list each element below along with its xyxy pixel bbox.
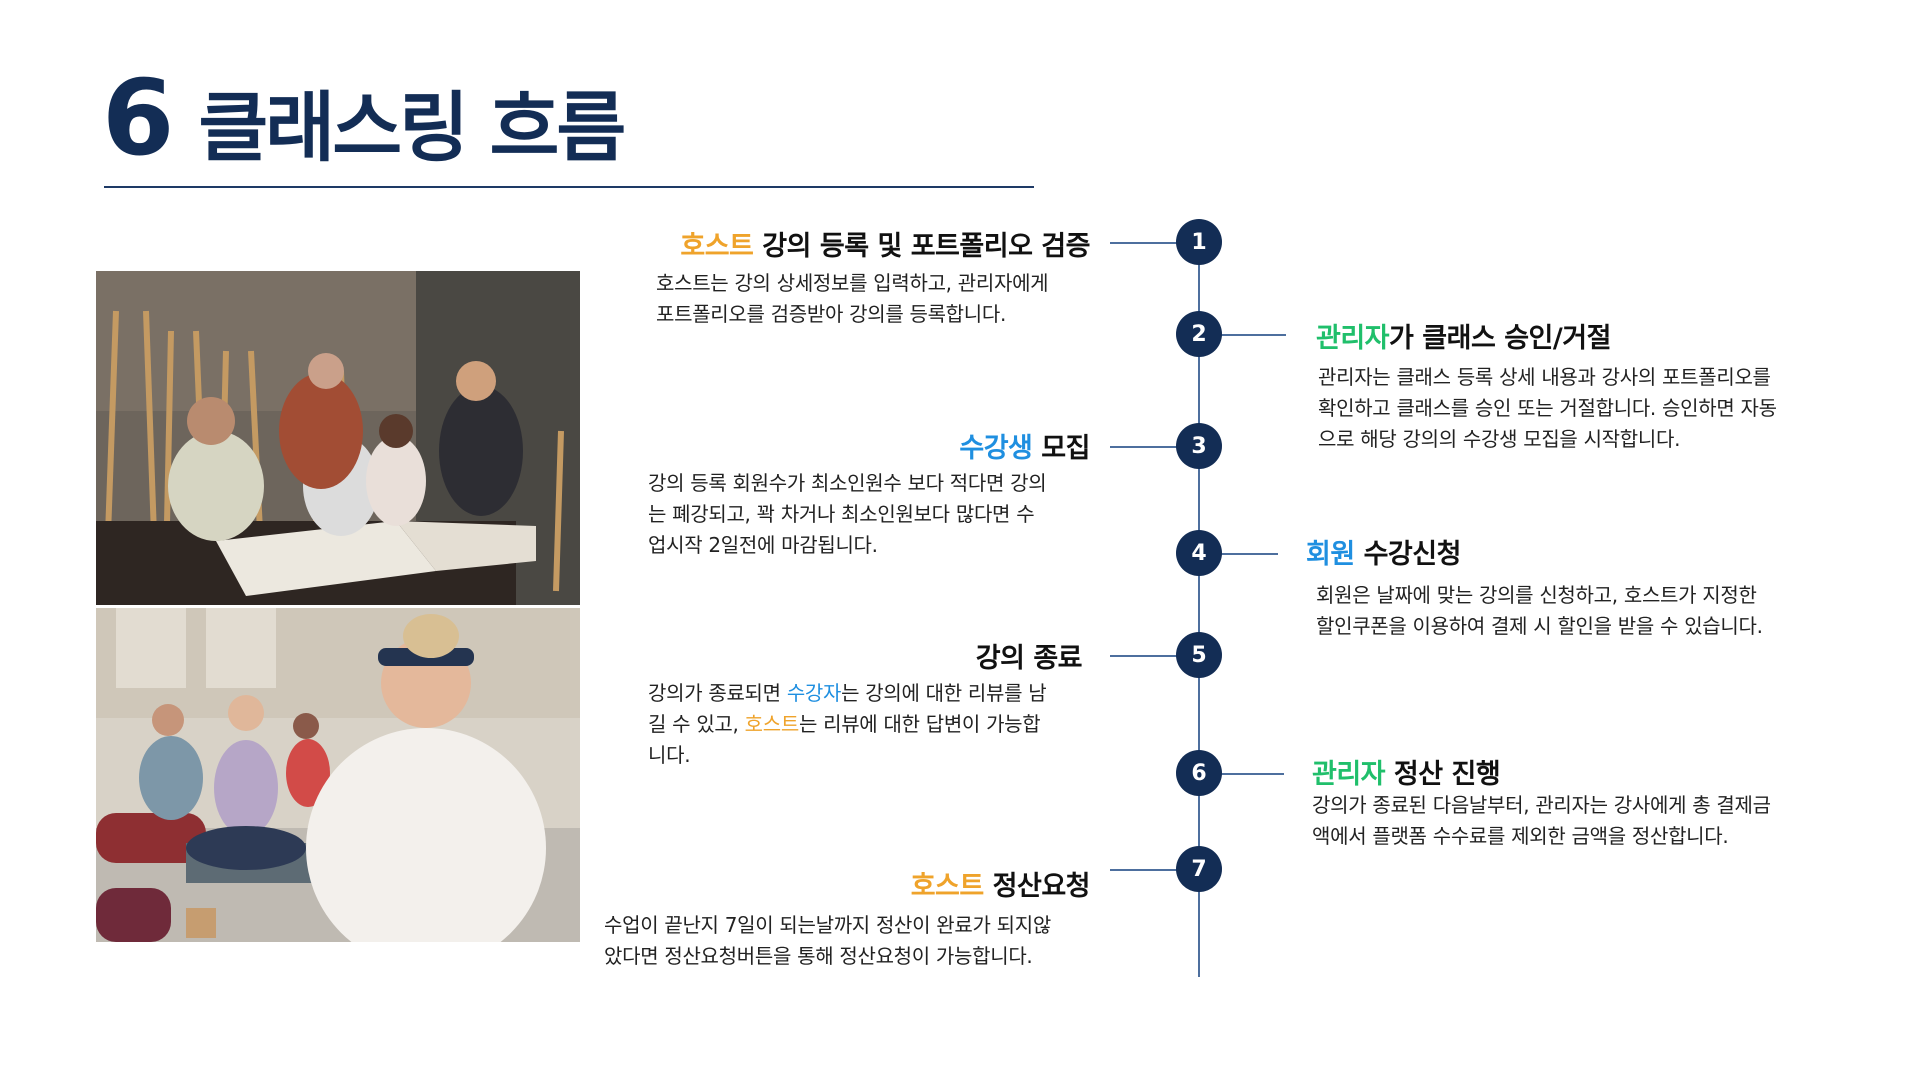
step-7-connector	[1110, 869, 1178, 871]
step-5-desc-text: 는 강의에 대한 리뷰를 남	[841, 681, 1046, 705]
step-5-connector	[1110, 655, 1178, 657]
section-number: 6	[102, 66, 172, 170]
step-1-title-highlight: 호스트	[680, 231, 753, 262]
step-2-title-highlight: 관리자	[1316, 323, 1389, 354]
step-3-node: 3	[1176, 423, 1222, 469]
step-3-desc-line: 강의 등록 회원수가 최소인원수 보다 적다면 강의	[648, 468, 1046, 499]
step-1-connector	[1110, 242, 1178, 244]
step-1-title-rest: 강의 등록 및 포트폴리오 검증	[753, 231, 1090, 262]
step-5-desc-text: 강의가 종료되면	[648, 681, 787, 705]
step-4-title: 회원 수강신청	[1306, 532, 1461, 571]
step-6-title: 관리자 정산 진행	[1312, 752, 1500, 791]
step-4-desc-line: 회원은 날짜에 맞는 강의를 신청하고, 호스트가 지정한	[1316, 580, 1763, 611]
step-4-title-rest: 수강신청	[1355, 539, 1461, 570]
step-7-description: 수업이 끝난지 7일이 되는날까지 정산이 완료가 되지않 았다면 정산요청버튼…	[604, 910, 1051, 972]
step-6-node: 6	[1176, 750, 1222, 796]
page-title: 6 클래스링 흐름	[102, 66, 623, 170]
step-7-desc-line: 수업이 끝난지 7일이 되는날까지 정산이 완료가 되지않	[604, 910, 1051, 941]
step-4-node: 4	[1176, 530, 1222, 576]
yoga-class-photo	[96, 608, 580, 942]
step-6-desc-line: 강의가 종료된 다음날부터, 관리자는 강사에게 총 결제금	[1312, 790, 1771, 821]
step-4-connector	[1220, 553, 1278, 555]
step-6-desc-line: 액에서 플랫폼 수수료를 제외한 금액을 정산합니다.	[1312, 821, 1771, 852]
step-2-title-rest: 가 클래스 승인/거절	[1389, 323, 1611, 354]
step-5-desc-highlight: 호스트	[745, 712, 799, 736]
step-3-description: 강의 등록 회원수가 최소인원수 보다 적다면 강의 는 폐강되고, 꽉 차거나…	[648, 468, 1046, 561]
art-class-photo	[96, 271, 580, 605]
step-5-title: 강의 종료	[976, 636, 1082, 675]
step-1-desc-line: 호스트는 강의 상세정보를 입력하고, 관리자에게	[656, 268, 1048, 299]
step-7-title: 호스트 정산요청	[911, 864, 1090, 903]
step-5-description: 강의가 종료되면 수강자는 강의에 대한 리뷰를 남 길 수 있고, 호스트는 …	[648, 678, 1046, 771]
step-3-connector	[1110, 446, 1178, 448]
step-3-desc-line: 업시작 2일전에 마감됩니다.	[648, 530, 1046, 561]
step-5-desc-line: 니다.	[648, 740, 1046, 771]
step-1-description: 호스트는 강의 상세정보를 입력하고, 관리자에게 포트폴리오를 검증받아 강의…	[656, 268, 1048, 330]
step-7-title-highlight: 호스트	[911, 871, 984, 902]
section-title: 클래스링 흐름	[198, 90, 623, 166]
step-7-desc-line: 았다면 정산요청버튼을 통해 정산요청이 가능합니다.	[604, 941, 1051, 972]
step-3-title-rest: 모집	[1032, 433, 1090, 464]
title-divider	[104, 186, 1034, 188]
step-2-desc-line: 으로 해당 강의의 수강생 모집을 시작합니다.	[1318, 424, 1777, 455]
step-2-desc-line: 확인하고 클래스를 승인 또는 거절합니다. 승인하면 자동	[1318, 393, 1777, 424]
step-6-title-rest: 정산 진행	[1385, 759, 1500, 790]
step-5-desc-text: 는 리뷰에 대한 답변이 가능합	[799, 712, 1040, 736]
step-4-desc-line: 할인쿠폰을 이용하여 결제 시 할인을 받을 수 있습니다.	[1316, 611, 1763, 642]
step-2-description: 관리자는 클래스 등록 상세 내용과 강사의 포트폴리오를 확인하고 클래스를 …	[1318, 362, 1777, 455]
step-2-connector	[1220, 334, 1286, 336]
step-2-desc-line: 관리자는 클래스 등록 상세 내용과 강사의 포트폴리오를	[1318, 362, 1777, 393]
step-6-description: 강의가 종료된 다음날부터, 관리자는 강사에게 총 결제금 액에서 플랫폼 수…	[1312, 790, 1771, 852]
step-1-title: 호스트 강의 등록 및 포트폴리오 검증	[680, 224, 1090, 263]
step-5-desc-highlight: 수강자	[787, 681, 841, 705]
step-5-desc-line: 길 수 있고, 호스트는 리뷰에 대한 답변이 가능합	[648, 709, 1046, 740]
step-3-desc-line: 는 폐강되고, 꽉 차거나 최소인원보다 많다면 수	[648, 499, 1046, 530]
step-1-node: 1	[1176, 219, 1222, 265]
step-5-desc-line: 강의가 종료되면 수강자는 강의에 대한 리뷰를 남	[648, 678, 1046, 709]
step-1-desc-line: 포트폴리오를 검증받아 강의를 등록합니다.	[656, 299, 1048, 330]
step-7-title-rest: 정산요청	[984, 871, 1090, 902]
step-2-title: 관리자가 클래스 승인/거절	[1316, 316, 1611, 355]
step-3-title: 수강생 모집	[959, 426, 1090, 465]
step-6-title-highlight: 관리자	[1312, 759, 1385, 790]
step-5-desc-text: 길 수 있고,	[648, 712, 745, 736]
step-5-node: 5	[1176, 632, 1222, 678]
step-4-description: 회원은 날짜에 맞는 강의를 신청하고, 호스트가 지정한 할인쿠폰을 이용하여…	[1316, 580, 1763, 642]
step-5-title-rest: 강의 종료	[976, 643, 1082, 674]
step-2-node: 2	[1176, 311, 1222, 357]
step-6-connector	[1220, 773, 1284, 775]
step-3-title-highlight: 수강생	[959, 433, 1032, 464]
step-4-title-highlight: 회원	[1306, 539, 1355, 570]
step-7-node: 7	[1176, 846, 1222, 892]
